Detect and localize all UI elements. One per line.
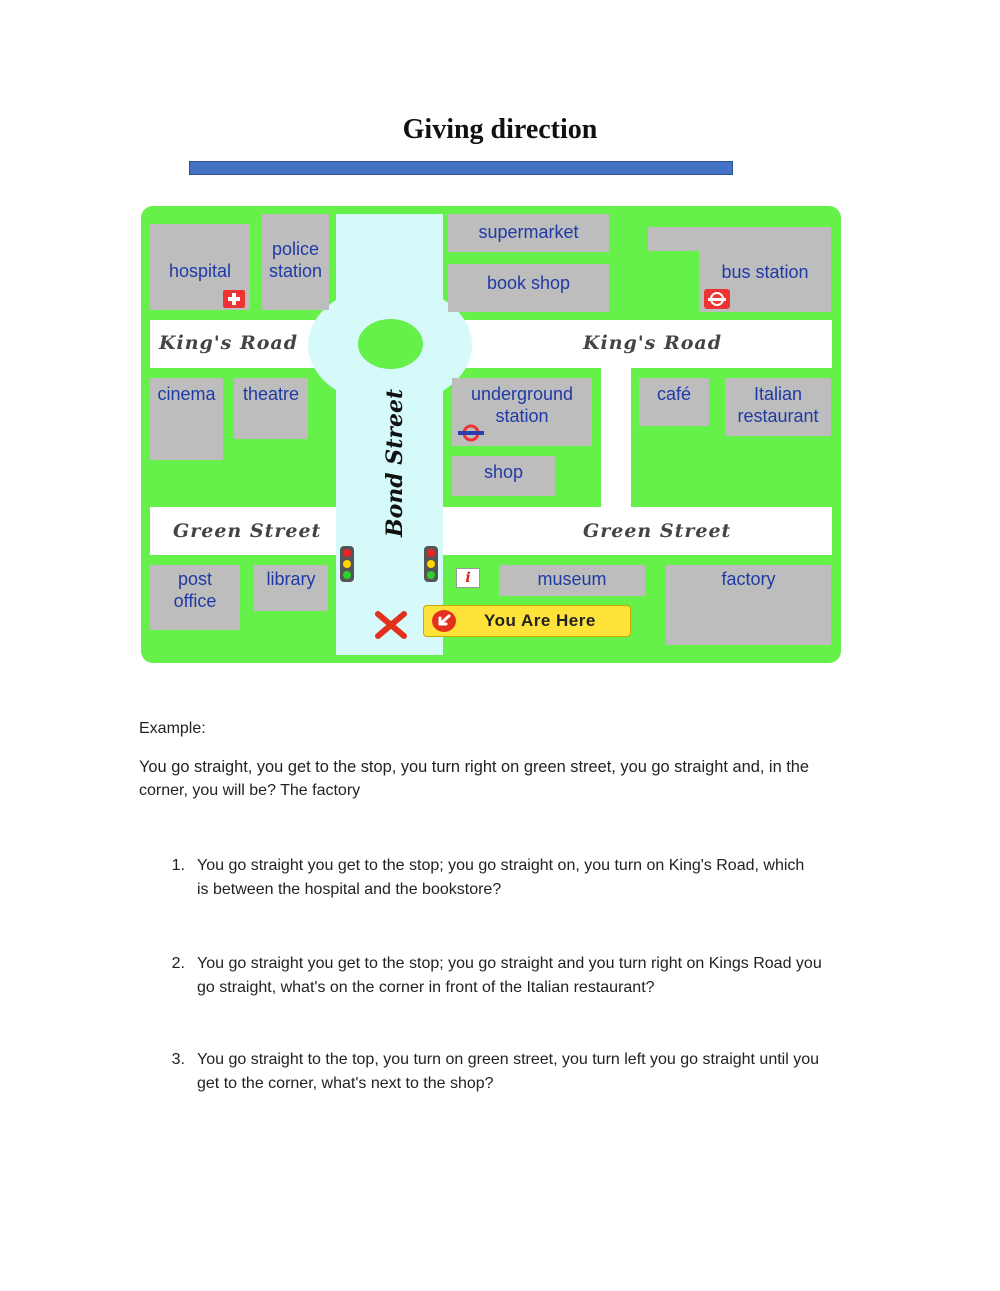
question-3-number: 3. [171, 1051, 185, 1068]
hospital-cross-icon [223, 290, 245, 308]
bus-station-top [648, 227, 831, 251]
you-are-here-banner: You Are Here [423, 605, 631, 637]
hospital-label: hospital [168, 261, 232, 281]
example-text-line2: corner, you will be? The factory [139, 782, 361, 799]
green-street-label-left: Green Street [173, 520, 322, 542]
shop-label: shop [483, 462, 524, 482]
roundabout-island [358, 319, 423, 369]
arrow-icon [431, 609, 457, 633]
street-map: King's Road King's Road Green Street Gre… [141, 206, 841, 663]
cafe: café [639, 378, 709, 426]
book-shop: book shop [448, 264, 609, 312]
italian-label-1: Italian [753, 384, 803, 404]
page-title: Giving direction [402, 114, 598, 145]
underground-label-1: underground [470, 384, 574, 404]
museum-label: museum [537, 569, 607, 589]
kings-road-label-right: King's Road [583, 332, 723, 354]
title-divider-bar [189, 161, 733, 175]
bus-station-label: bus station [721, 262, 809, 282]
question-2-line2: go straight, what's on the corner in fro… [197, 979, 655, 996]
info-icon: i [456, 568, 480, 588]
supermarket: supermarket [448, 214, 609, 252]
police-station-label-1: police [271, 239, 320, 259]
kings-road [150, 320, 832, 368]
library: library [254, 565, 328, 611]
question-3-line1: You go straight to the top, you turn on … [197, 1051, 820, 1068]
underground-icon [456, 423, 486, 443]
question-3-line2: get to the corner, what's next to the sh… [197, 1075, 494, 1092]
question-2-number: 2. [171, 955, 185, 972]
traffic-light-icon-right [424, 546, 438, 582]
info-icon-letter: i [465, 570, 471, 586]
library-label: library [266, 569, 316, 589]
shop: shop [452, 456, 555, 496]
green-street-label-right: Green Street [583, 520, 732, 542]
example-text-line1: You go straight, you get to the stop, yo… [139, 758, 810, 776]
post-office-label-1: post [177, 569, 213, 589]
post-office: post office [150, 565, 240, 630]
book-shop-label: book shop [486, 273, 571, 293]
factory-label: factory [721, 569, 776, 589]
side-road [601, 368, 631, 507]
you-are-here-label: You Are Here [484, 611, 596, 630]
question-1-line1: You go straight you get to the stop; you… [197, 857, 805, 874]
theatre: theatre [234, 378, 308, 439]
question-2-line1: You go straight you get to the stop; you… [197, 955, 822, 972]
italian-restaurant: Italian restaurant [725, 378, 831, 436]
museum: museum [499, 565, 645, 596]
question-1-line2: is between the hospital and the bookstor… [197, 881, 502, 898]
factory: factory [666, 565, 831, 645]
bond-street-label: Bond Street [382, 388, 408, 537]
green-street [150, 507, 832, 555]
bus-icon [704, 289, 730, 309]
police-station-label-2: station [268, 261, 323, 281]
police-station: police station [262, 214, 329, 310]
underground-station: underground station [452, 378, 592, 446]
underground-label-2: station [495, 406, 549, 426]
cinema: cinema [150, 378, 223, 460]
traffic-light-icon-left [340, 546, 354, 582]
example-label: Example: [139, 720, 206, 737]
theatre-label: theatre [242, 384, 300, 404]
supermarket-label: supermarket [478, 222, 579, 242]
kings-road-label-left: King's Road [159, 332, 299, 354]
post-office-label-2: office [173, 591, 217, 611]
cafe-label: café [656, 384, 692, 404]
italian-label-2: restaurant [737, 406, 819, 426]
x-mark-icon [374, 611, 408, 639]
cinema-label: cinema [157, 384, 216, 404]
question-1-number: 1. [171, 857, 185, 874]
